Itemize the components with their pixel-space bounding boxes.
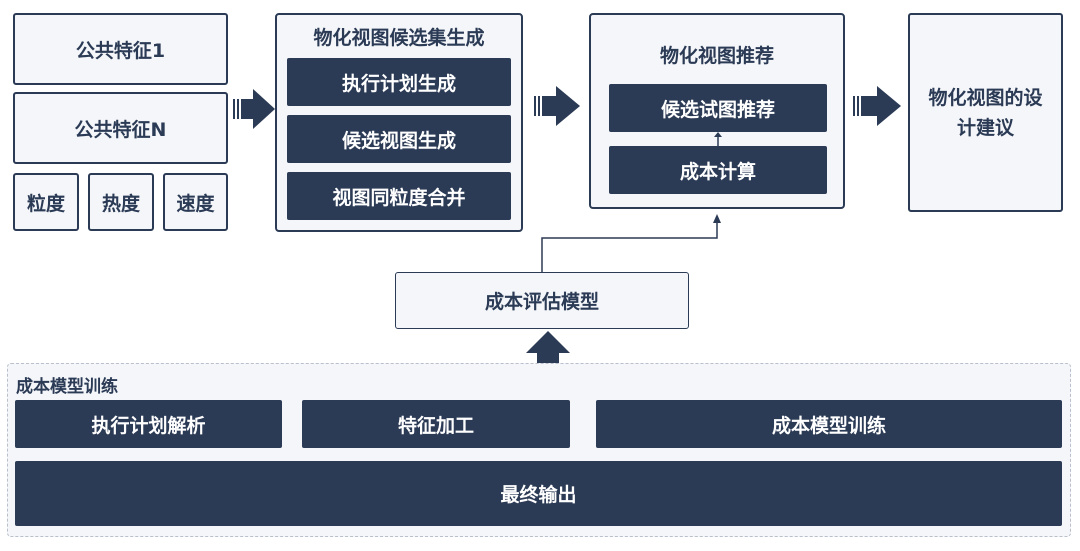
common-feature-n-box: 公共特征N [13, 92, 228, 164]
common-feature-1-box: 公共特征1 [13, 13, 228, 85]
heat-label: 热度 [101, 192, 140, 215]
design-advice-line-1: 物化视图的设 [928, 86, 1043, 109]
view-granularity-merge-label: 视图同粒度合并 [332, 186, 466, 209]
final-output-label: 最终输出 [500, 484, 577, 506]
recommend-title: 物化视图推荐 [659, 45, 774, 67]
exec-plan-generate-label: 执行计划生成 [341, 72, 456, 95]
cost-calc-label: 成本计算 [679, 160, 756, 183]
cost-model-label: 成本评估模型 [484, 291, 599, 313]
training-title: 成本模型训练 [16, 377, 118, 397]
heat-box: 热度 [88, 173, 154, 231]
candidate-recommend-block: 候选试图推荐 [609, 84, 827, 132]
right-arrow-icon-3 [853, 86, 901, 126]
feature-processing-label: 特征加工 [397, 414, 474, 437]
exec-plan-parse-block: 执行计划解析 [15, 400, 282, 448]
speed-box: 速度 [163, 173, 228, 231]
candidate-set-title: 物化视图候选集生成 [313, 27, 485, 49]
cost-model-box: 成本评估模型 [395, 272, 689, 329]
cost-model-connector [541, 214, 721, 272]
granularity-label: 粒度 [26, 192, 65, 215]
speed-label: 速度 [176, 192, 215, 215]
feature-processing-block: 特征加工 [302, 400, 570, 448]
exec-plan-generate-block: 执行计划生成 [287, 58, 511, 106]
cost-model-training-block: 成本模型训练 [596, 400, 1062, 448]
cost-model-training-label: 成本模型训练 [771, 414, 886, 437]
candidate-view-generate-label: 候选视图生成 [341, 129, 456, 152]
exec-plan-parse-label: 执行计划解析 [91, 414, 206, 437]
view-granularity-merge-block: 视图同粒度合并 [287, 172, 511, 220]
recommend-panel: 物化视图推荐 候选试图推荐 成本计算 [589, 13, 845, 209]
right-arrow-icon-2 [534, 86, 580, 126]
common-feature-n-label: 公共特征N [74, 118, 167, 141]
granularity-box: 粒度 [13, 173, 79, 231]
design-advice-line-2: 计建议 [956, 116, 1014, 139]
candidate-view-generate-block: 候选视图生成 [287, 115, 511, 163]
common-feature-1-label: 公共特征1 [75, 39, 166, 62]
final-output-block: 最终输出 [15, 461, 1062, 526]
design-advice-box: 物化视图的设 计建议 [908, 13, 1063, 212]
up-arrow-small-icon [714, 132, 722, 146]
candidate-recommend-label: 候选试图推荐 [660, 98, 775, 121]
candidate-set-panel: 物化视图候选集生成 执行计划生成 候选视图生成 视图同粒度合并 [275, 13, 523, 232]
right-arrow-icon-1 [233, 89, 275, 129]
cost-calc-block: 成本计算 [609, 146, 827, 194]
